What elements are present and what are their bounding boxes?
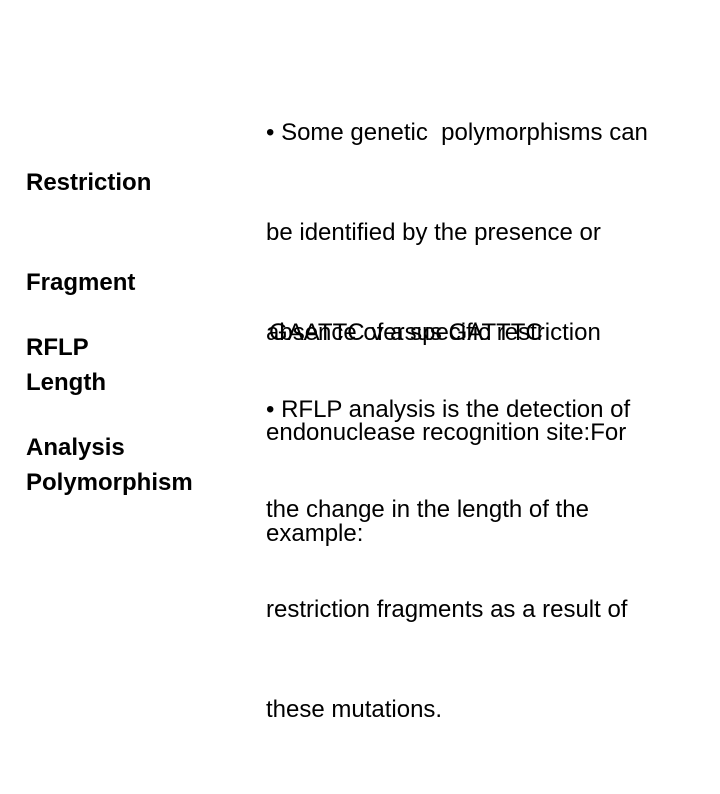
bullet-line: absence of a specific restriction (266, 319, 601, 347)
subtitle-line: Analysis (26, 434, 125, 462)
bullet-line: be identified by the presence or (266, 219, 601, 247)
slide-canvas: Restriction Fragment Length Polymorphism… (26, 118, 648, 724)
sequence-text: GAATTC versus GATTTC (269, 318, 543, 346)
title-line: Restriction (26, 168, 152, 196)
bullet-line: endonuclease recognition site:For (266, 419, 627, 447)
title-line: Polymorphism (26, 469, 193, 497)
bullet-point-2: • RFLP analysis is the detection of the … (266, 326, 630, 794)
bullet-line: the change in the length of the (266, 496, 589, 524)
bullet-line: • RFLP analysis is the detection of (266, 395, 631, 423)
bullet-line: these mutations. (266, 696, 443, 724)
slide-subtitle: RFLP Analysis (26, 264, 125, 531)
title-line: Fragment (26, 269, 136, 297)
bullet-line: restriction fragments as a result of (266, 596, 628, 624)
bullet-line: • Some genetic polymorphisms can (266, 118, 648, 146)
slide-title: Restriction Fragment Length Polymorphism (26, 99, 193, 567)
subtitle-line: RFLP (26, 333, 89, 361)
title-line: Length (26, 369, 106, 397)
sequence-comparison: GAATTC versus GATTTC (269, 249, 543, 416)
bullet-point-1: • Some genetic polymorphisms can be iden… (266, 49, 648, 617)
